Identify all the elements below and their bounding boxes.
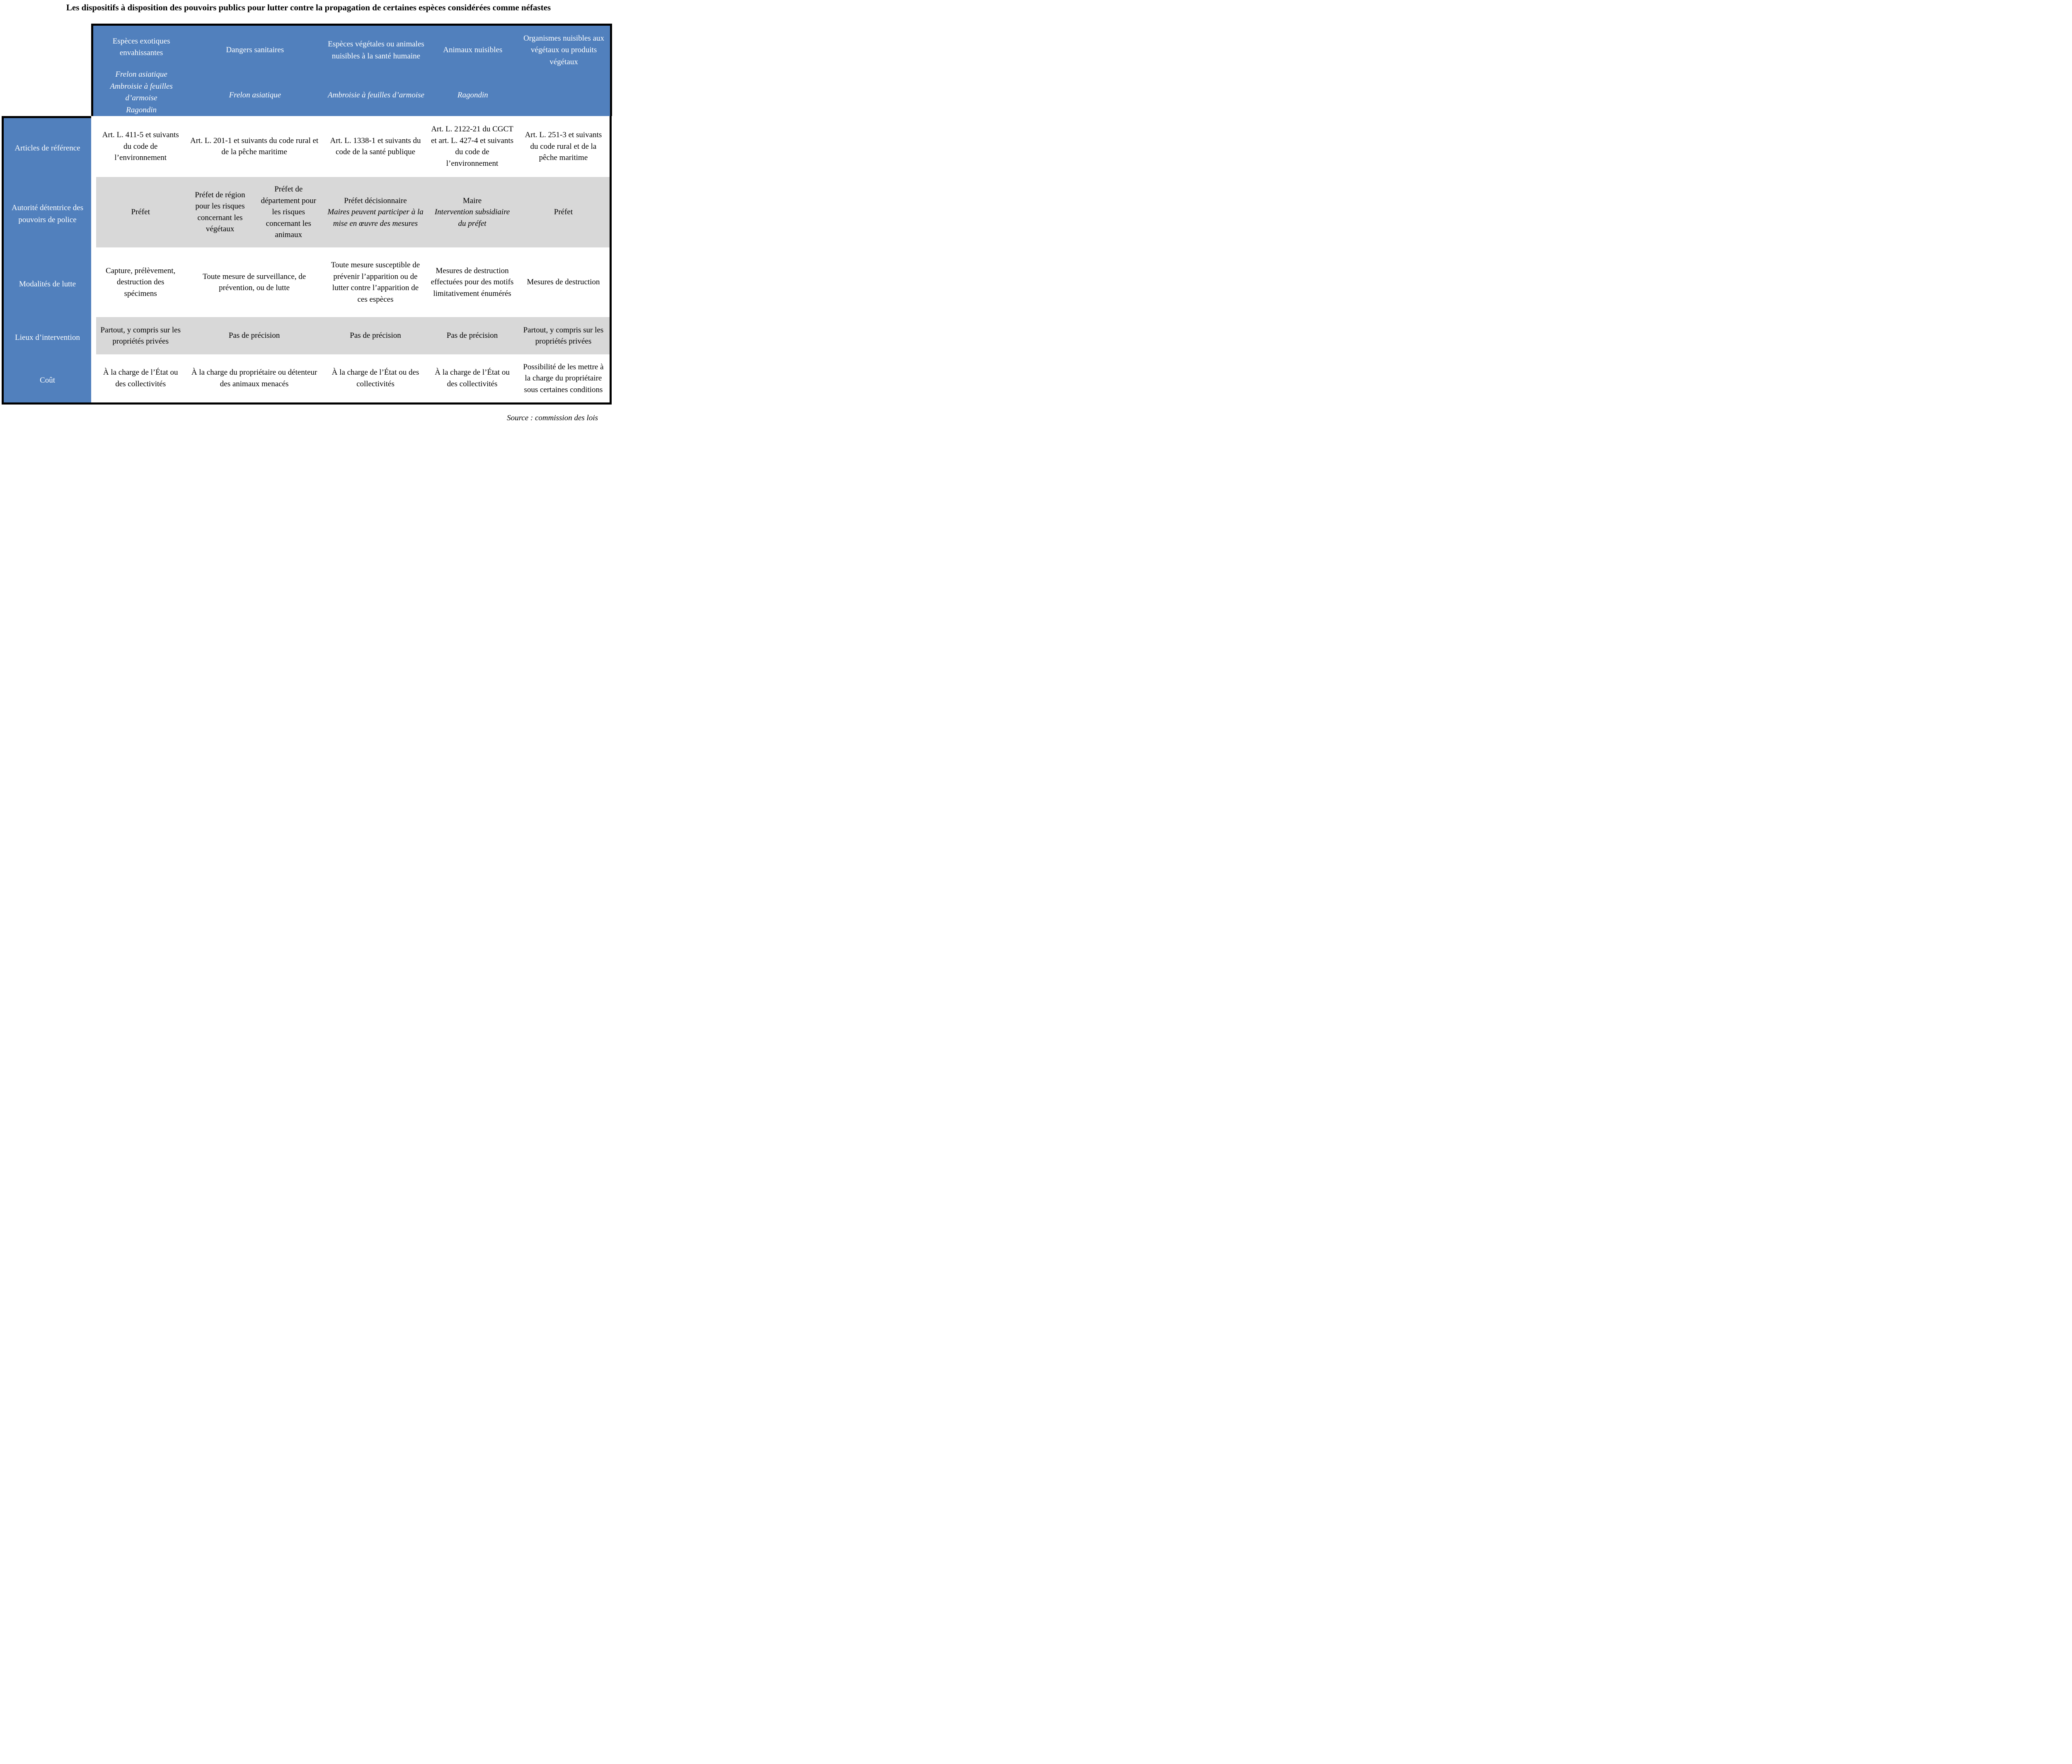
table-cell: Art. L. 1338-1 et suivants du code de la… — [330, 136, 421, 157]
table-cell: Art. L. 2122-21 du CGCT et art. L. 427-4… — [431, 125, 513, 168]
table-cell: Partout, y compris sur les propriétés pr… — [523, 325, 604, 346]
table-row: Préfet Préfet de région pour les risques… — [96, 177, 610, 247]
document-page: Les dispositifs à disposition des pouvoi… — [0, 0, 617, 441]
column-header: Organismes nuisibles aux végétaux ou pro… — [523, 34, 604, 66]
header-band: Espèces exotiques envahissantes Frelon a… — [91, 24, 612, 116]
table-cell: Préfet décisionnaire Maires peuvent part… — [324, 177, 427, 247]
column-subheader: Ambroisie à feuilles d’armoise — [327, 91, 424, 100]
table-row: Capture, prélèvement, destruction des sp… — [96, 247, 610, 317]
table-cell: Pas de précision — [350, 331, 401, 340]
row-header: Coût — [40, 376, 55, 385]
table-cell: Capture, prélèvement, destruction des sp… — [106, 266, 176, 298]
table-row: Partout, y compris sur les propriétés pr… — [96, 317, 610, 354]
cell-note: Maires peuvent participer à la mise en œ… — [327, 208, 424, 228]
row-header: Lieux d’intervention — [15, 333, 80, 342]
table-body: Art. L. 411-5 et suivants du code de l’e… — [96, 116, 612, 405]
column-header: Espèces exotiques envahissantes — [112, 36, 170, 58]
column-header-cell: Organismes nuisibles aux végétaux ou pro… — [518, 26, 610, 116]
table-cell: Pas de précision — [446, 331, 498, 340]
table-cell: À la charge de l’État ou des collectivit… — [435, 368, 510, 388]
cell-text: Maire — [462, 196, 482, 205]
table-cell: Art. L. 201-1 et suivants du code rural … — [190, 136, 319, 157]
column-header-cell: Animaux nuisibles Ragondin — [428, 26, 518, 116]
bottom-border — [2, 402, 96, 405]
column-header-cell: Espèces exotiques envahissantes Frelon a… — [97, 26, 186, 116]
column-subheader: Frelon asiatique — [229, 91, 281, 100]
table-cell: Partout, y compris sur les propriétés pr… — [100, 325, 181, 346]
cell-text: Préfet décisionnaire — [344, 196, 407, 205]
column-header-cell: Dangers sanitaires Frelon asiatique — [186, 26, 324, 116]
table-cell: Préfet de région pour les risques concer… — [185, 177, 324, 247]
cell-note: Intervention subsidiaire du préfet — [434, 208, 510, 228]
table-cell: Art. L. 411-5 et suivants du code de l’e… — [102, 131, 179, 162]
column-subheader — [518, 75, 610, 116]
table-row: Art. L. 411-5 et suivants du code de l’e… — [96, 116, 610, 177]
table-cell: Toute mesure susceptible de prévenir l’a… — [331, 261, 420, 304]
column-header-cell: Espèces végétales ou animales nuisibles … — [324, 26, 428, 116]
table-cell: Préfet — [131, 208, 150, 217]
row-header: Modalités de lutte — [19, 279, 76, 288]
row-header: Articles de référence — [15, 144, 80, 153]
table-cell: Art. L. 251-3 et suivants du code rural … — [525, 131, 602, 162]
table-cell: Pas de précision — [228, 331, 280, 340]
table-cell: Possibilité de les mettre à la charge du… — [523, 362, 604, 394]
source-note: Source : commission des lois — [507, 414, 598, 422]
column-subheader: Ragondin — [457, 91, 488, 100]
row-header-column: Articles de référence Autorité détentric… — [2, 116, 91, 405]
table-cell: Toute mesure de surveillance, de prévent… — [202, 272, 306, 293]
table-cell: À la charge de l’État ou des collectivit… — [332, 368, 419, 388]
table-cell: Préfet — [554, 208, 573, 217]
table-cell: À la charge de l’État ou des collectivit… — [103, 368, 178, 388]
table-subcell-left: Préfet de région pour les risques concer… — [195, 190, 245, 234]
column-header: Espèces végétales ou animales nuisibles … — [328, 40, 424, 61]
table-cell: Mesures de destruction — [527, 278, 600, 287]
column-subheader: Frelon asiatique Ambroisie à feuilles d’… — [110, 70, 173, 114]
table-cell: À la charge du propriétaire ou détenteur… — [191, 368, 317, 388]
table-cell: Maire Intervention subsidiaire du préfet — [427, 177, 517, 247]
row-header: Autorité détentrice des pouvoirs de poli… — [11, 204, 84, 224]
table-cell: Mesures de destruction effectuées pour d… — [431, 266, 514, 298]
column-header: Animaux nuisibles — [443, 46, 503, 55]
table-title: Les dispositifs à disposition des pouvoi… — [66, 2, 551, 12]
column-header: Dangers sanitaires — [226, 46, 284, 55]
table-subcell-right: Préfet de département pour les risques c… — [261, 184, 316, 240]
table-row: À la charge de l’État ou des collectivit… — [96, 354, 610, 402]
